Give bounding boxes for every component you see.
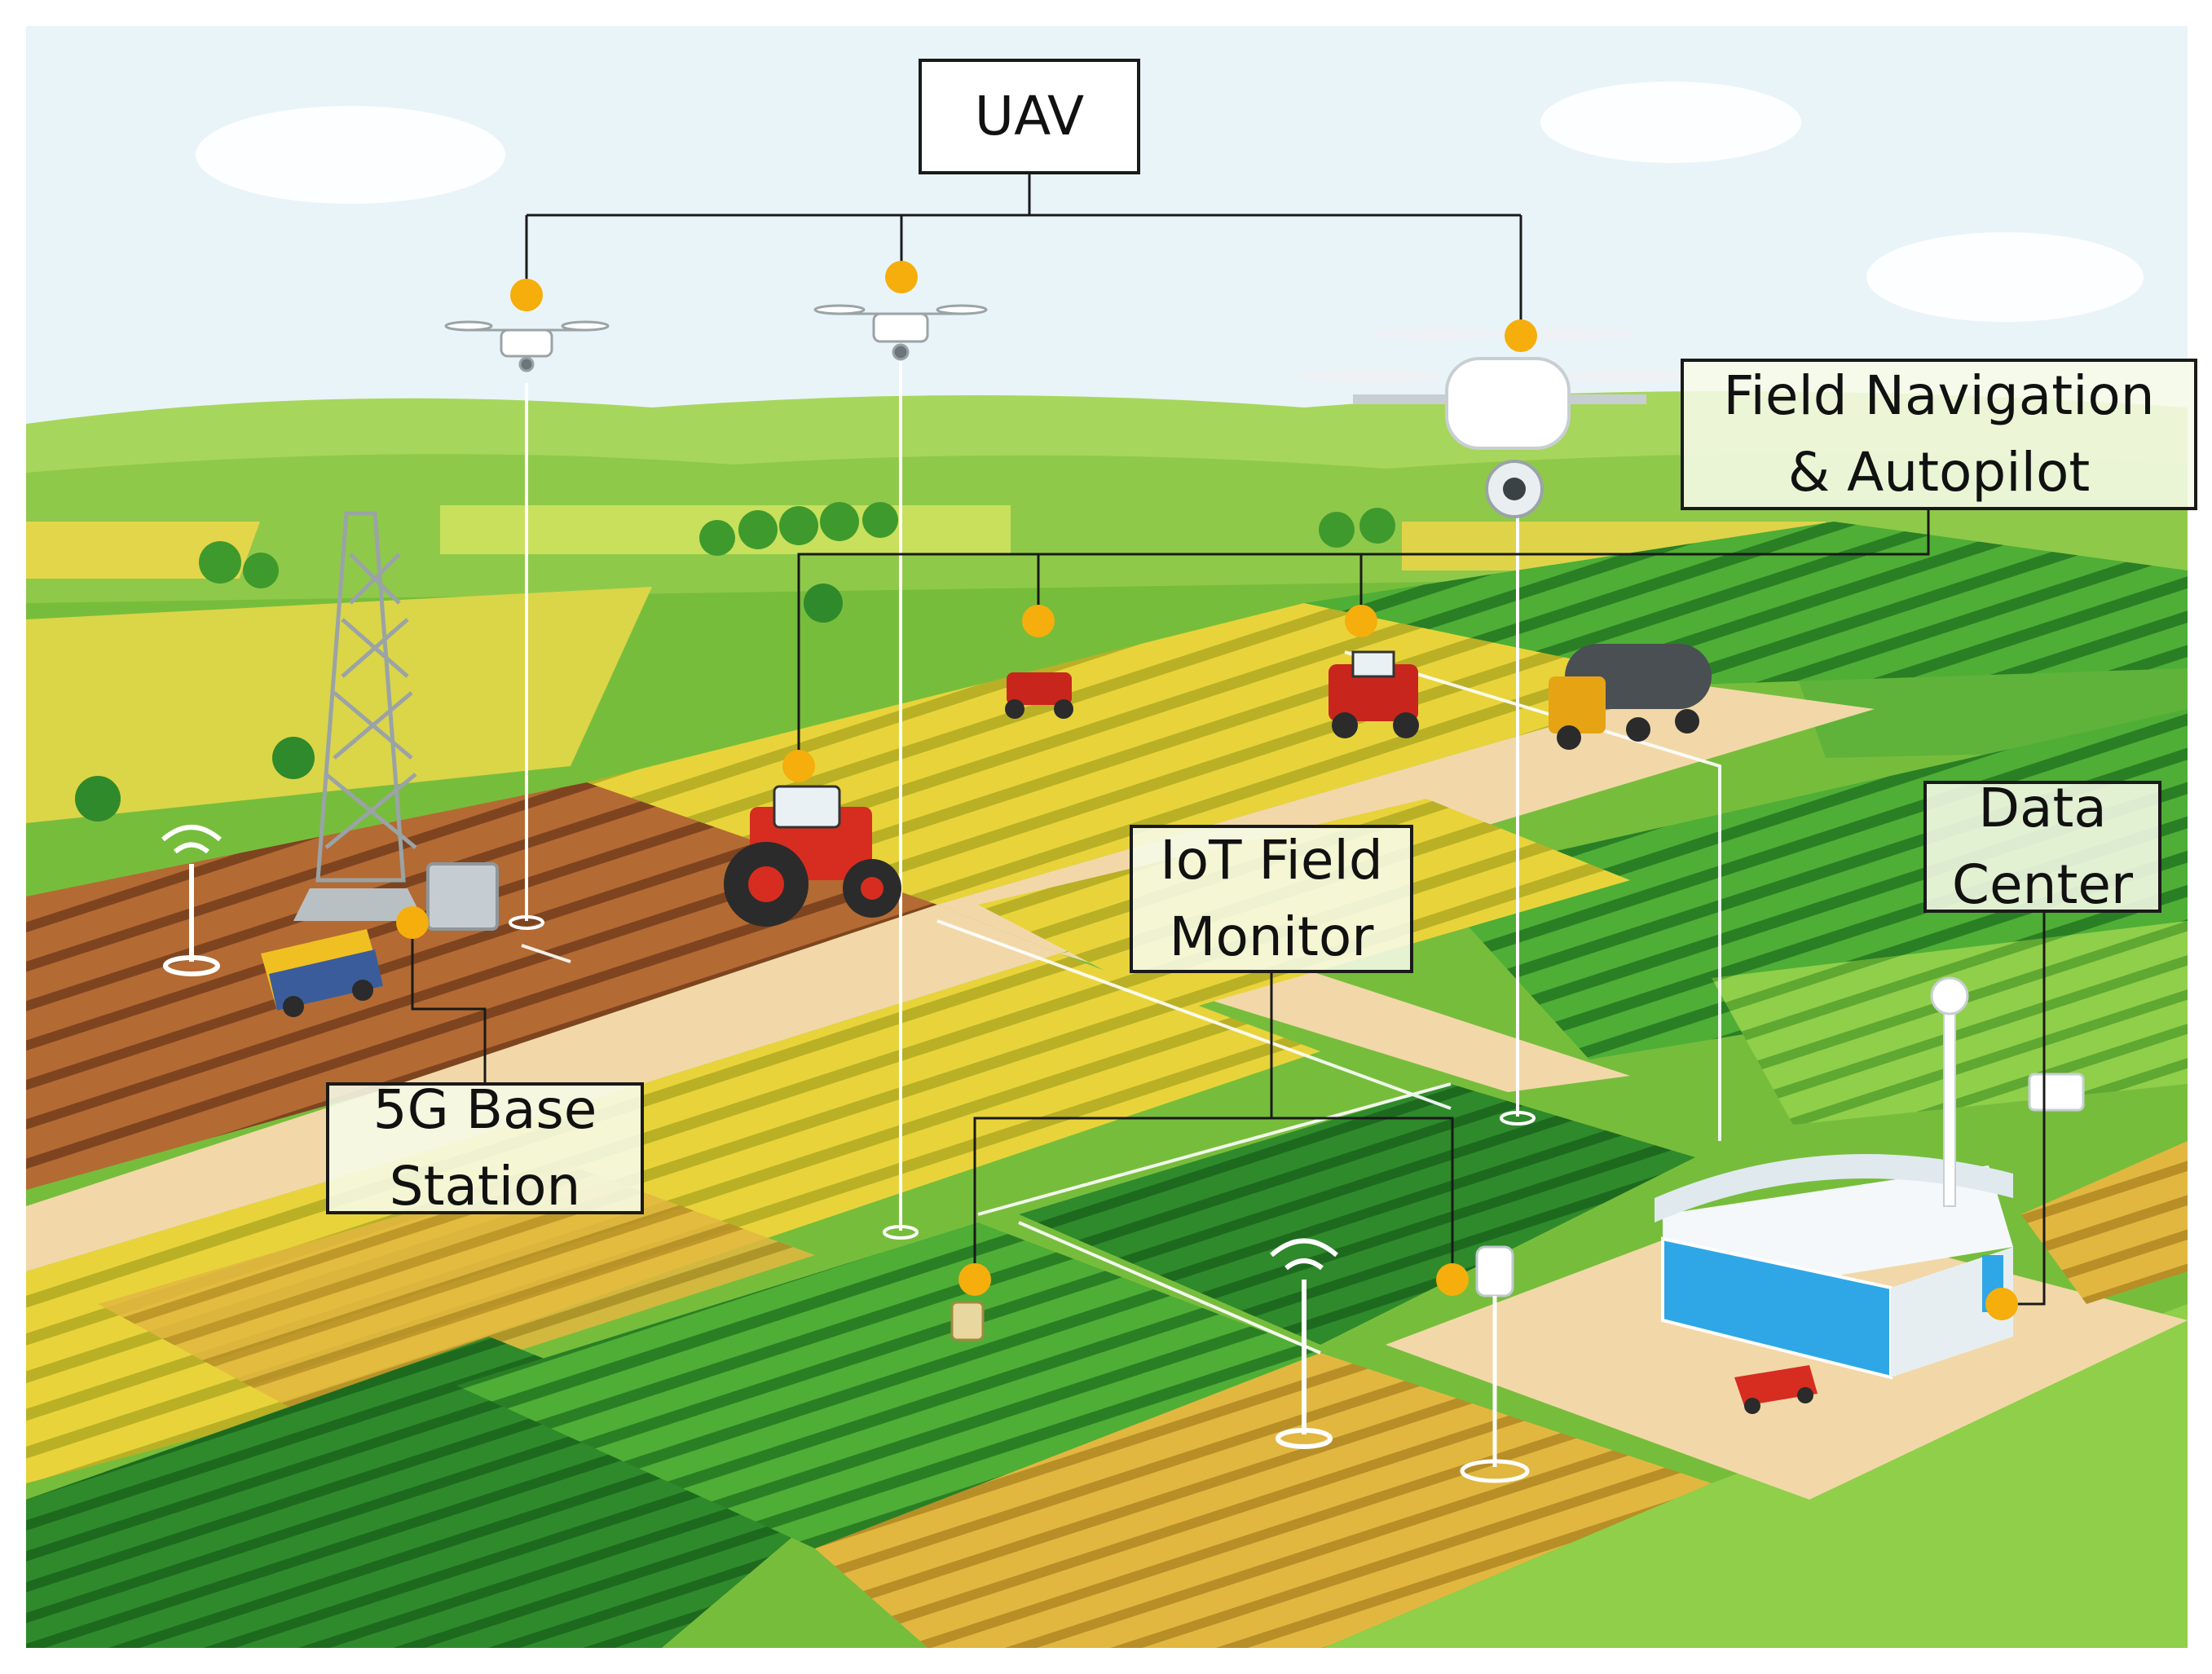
- base-station-label-line1: 5G Base: [372, 1078, 597, 1141]
- cell-tower: [315, 511, 417, 883]
- service-van: [261, 929, 383, 1017]
- data-center-building: [1655, 976, 2085, 1380]
- drone-small-left: [444, 320, 610, 372]
- marker-uav-left: [510, 279, 543, 311]
- iot-field-monitor-label: IoT Field Monitor: [1130, 825, 1413, 973]
- marker-data-center: [1985, 1288, 2018, 1320]
- connection-markers: [396, 261, 2018, 1320]
- dark-green-plot: [1019, 1084, 1695, 1345]
- uav-label: UAV: [919, 59, 1140, 174]
- iot-connector: [973, 973, 1454, 1280]
- base-station-label-line2: Station: [389, 1155, 581, 1218]
- tractor-red: [724, 785, 901, 927]
- green-crop-upper-right: [1304, 522, 2188, 685]
- wheat-crop-lower: [815, 1353, 1712, 1656]
- data-center-label-line1: Data: [1978, 777, 2107, 839]
- marker-iot-right: [1436, 1263, 1469, 1296]
- mower-small: [1005, 672, 1073, 719]
- wheat-crop-left: [98, 1165, 815, 1418]
- wheat-strip-right: [2021, 1141, 2188, 1304]
- marker-uav-right: [1505, 319, 1537, 352]
- marker-uav-center: [885, 261, 918, 293]
- tower-base: [293, 888, 424, 921]
- data-center-label-line2: Center: [1951, 853, 2134, 916]
- uav-connector: [525, 174, 1522, 336]
- marker-iot-left: [958, 1263, 991, 1296]
- green-crop-lower-middle: [456, 1222, 1320, 1548]
- marker-harvester: [1345, 605, 1377, 637]
- wifi-antenna-left: [161, 825, 222, 976]
- parked-car: [1734, 1365, 1818, 1414]
- field-navigation-label-line2: & Autopilot: [1787, 441, 2091, 504]
- uav-label-text: UAV: [974, 85, 1085, 148]
- field-navigation-label-line1: Field Navigation: [1723, 364, 2155, 427]
- field-fences: [521, 650, 1721, 1355]
- marker-tractor: [782, 750, 815, 782]
- base-station-label: 5G Base Station: [326, 1078, 644, 1218]
- iot-sensor-left: [950, 1301, 985, 1341]
- base-station-cabinet: [426, 862, 499, 931]
- plowed-field: [26, 782, 937, 1190]
- marker-mower: [1022, 605, 1055, 637]
- drone-poles: [509, 359, 1536, 1240]
- base-station-connector: [411, 924, 487, 1082]
- data-center-label: Data Center: [1923, 777, 2161, 916]
- harvester: [1329, 650, 1419, 738]
- tanker-truck: [1549, 644, 1712, 750]
- field-navigation-label: Field Navigation & Autopilot: [1681, 359, 2197, 510]
- iot-label-line1: IoT Field: [1160, 829, 1383, 892]
- drone-small-center: [813, 304, 988, 361]
- iot-sensor-right: [1460, 1245, 1530, 1483]
- wifi-antenna-center: [1270, 1238, 1338, 1449]
- marker-base-station: [396, 906, 429, 939]
- iot-label-line2: Monitor: [1169, 905, 1374, 968]
